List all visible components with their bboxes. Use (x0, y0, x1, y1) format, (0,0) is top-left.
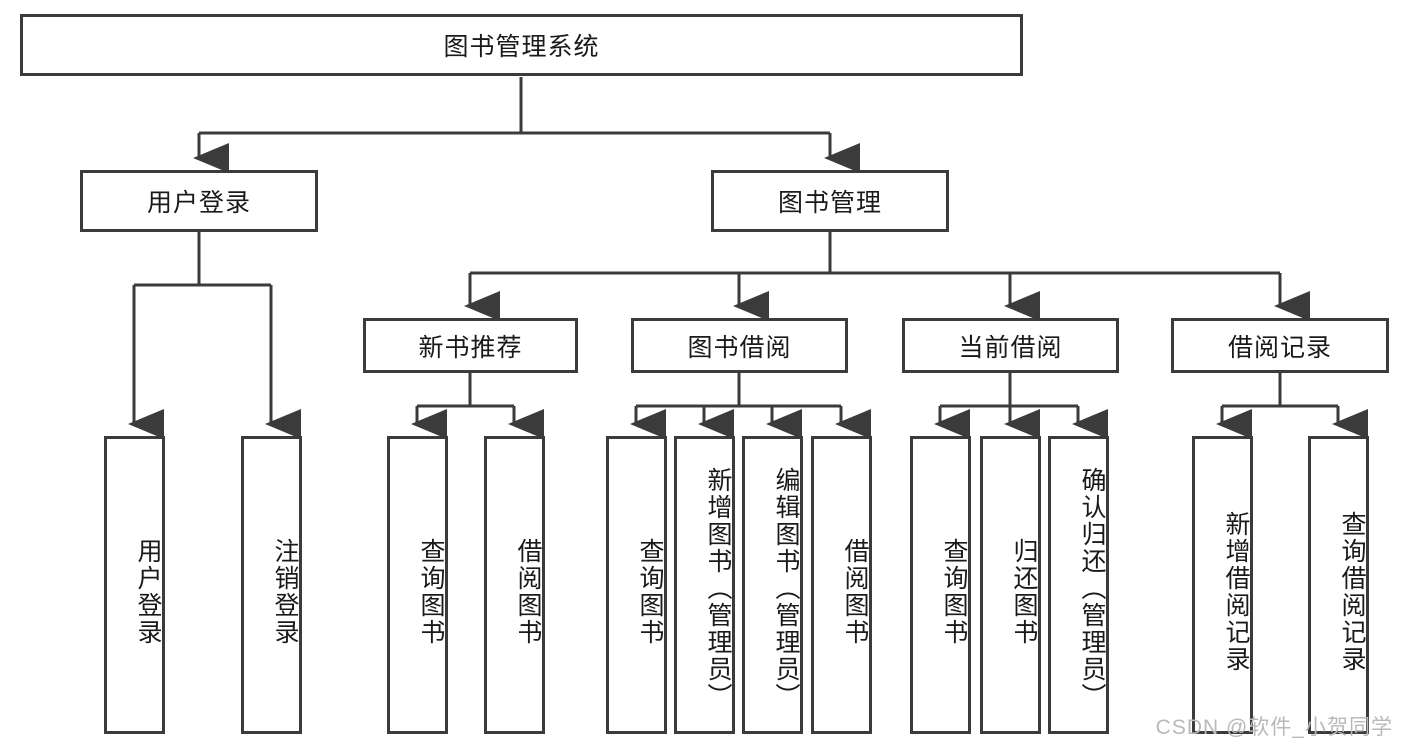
node-new-book-recommend[interactable]: 新书推荐 (363, 318, 578, 373)
node-label: 图书借阅 (687, 333, 792, 362)
node-label: 新增图书（管理员） (704, 466, 732, 710)
node-label: 新增借阅记录 (1222, 511, 1250, 673)
leaf-borrow-book[interactable]: 借阅图书 (811, 436, 872, 734)
node-label: 新书推荐 (418, 333, 523, 362)
node-label: 用户登录 (146, 189, 251, 217)
node-label: 注销登录 (271, 538, 299, 646)
node-label: 用户登录 (134, 538, 162, 646)
node-label: 借阅图书 (841, 538, 869, 646)
node-user-login[interactable]: 用户登录 (80, 170, 318, 232)
node-label: 当前借阅 (958, 333, 1063, 362)
leaf-query-borrow-record[interactable]: 查询借阅记录 (1308, 436, 1369, 734)
node-label: 查询借阅记录 (1338, 511, 1366, 673)
node-label: 借阅图书 (514, 538, 542, 646)
node-borrow-record[interactable]: 借阅记录 (1171, 318, 1389, 373)
node-label: 确认归还（管理员） (1078, 466, 1106, 710)
node-label: 编辑图书（管理员） (772, 466, 800, 710)
node-book-borrow[interactable]: 图书借阅 (631, 318, 848, 373)
leaf-user-login[interactable]: 用户登录 (104, 436, 165, 734)
node-book-management[interactable]: 图书管理 (711, 170, 949, 232)
leaf-edit-book-admin[interactable]: 编辑图书（管理员） (742, 436, 803, 734)
leaf-logout[interactable]: 注销登录 (241, 436, 302, 734)
node-label: 查询图书 (636, 538, 664, 646)
node-current-borrow[interactable]: 当前借阅 (902, 318, 1119, 373)
node-label: 归还图书 (1010, 538, 1038, 646)
leaf-query-book-borrow[interactable]: 查询图书 (606, 436, 667, 734)
node-root-book-management-system[interactable]: 图书管理系统 (20, 14, 1023, 76)
leaf-borrow-book-recommend[interactable]: 借阅图书 (484, 436, 545, 734)
watermark-text: CSDN @软件_小贺同学 (1155, 716, 1393, 739)
node-label: 借阅记录 (1227, 333, 1332, 362)
leaf-return-book[interactable]: 归还图书 (980, 436, 1041, 734)
leaf-query-book-recommend[interactable]: 查询图书 (387, 436, 448, 734)
node-label: 查询图书 (940, 538, 968, 646)
leaf-add-book-admin[interactable]: 新增图书（管理员） (674, 436, 735, 734)
leaf-confirm-return-admin[interactable]: 确认归还（管理员） (1048, 436, 1109, 734)
node-label: 查询图书 (417, 538, 445, 646)
leaf-add-borrow-record[interactable]: 新增借阅记录 (1192, 436, 1253, 734)
node-label: 图书管理 (777, 189, 882, 217)
node-label: 图书管理系统 (443, 33, 600, 61)
leaf-query-book-current[interactable]: 查询图书 (910, 436, 971, 734)
